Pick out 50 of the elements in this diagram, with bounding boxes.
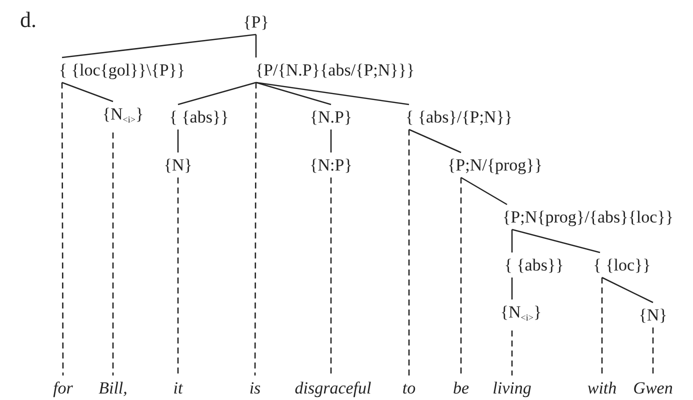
tree-branch bbox=[511, 230, 513, 252]
tree-branch bbox=[62, 34, 256, 58]
word-label: living bbox=[492, 378, 532, 398]
tree-branch bbox=[602, 276, 654, 304]
association-line bbox=[460, 178, 462, 376]
word-label: Gwen bbox=[633, 378, 673, 398]
category-label: { {abs}/{P;N}} bbox=[405, 108, 513, 126]
tree-branch bbox=[330, 130, 332, 152]
tree-branch bbox=[460, 176, 508, 206]
association-line bbox=[511, 330, 513, 376]
association-line bbox=[601, 278, 603, 376]
word-label: disgraceful bbox=[294, 378, 372, 398]
association-line bbox=[254, 82, 257, 376]
category-label: { {abs}} bbox=[504, 256, 564, 274]
tree-branch bbox=[512, 228, 600, 254]
tree-branch bbox=[178, 82, 256, 106]
word-label: for bbox=[53, 378, 73, 398]
word-label: it bbox=[173, 378, 183, 398]
category-label: { {loc{gol}}\{P}} bbox=[58, 60, 186, 80]
example-label: d. bbox=[20, 8, 36, 32]
category-label: {N$_{<i>}$} bbox=[102, 104, 144, 130]
word-label: Bill, bbox=[98, 378, 128, 398]
category-label: {N.P} bbox=[310, 108, 352, 126]
category-label: {N} bbox=[638, 306, 668, 324]
category-label: { {loc}} bbox=[593, 256, 651, 274]
tree-branch bbox=[255, 34, 257, 58]
category-label: {P;N/{prog}} bbox=[448, 156, 542, 174]
word-label: with bbox=[587, 378, 617, 398]
association-line bbox=[652, 328, 654, 376]
category-label: {P;N{prog}/{abs}{loc}} bbox=[502, 208, 674, 226]
tree-branch bbox=[177, 130, 179, 152]
category-label: {N} bbox=[164, 156, 192, 174]
word-label: be bbox=[452, 378, 470, 398]
tree-branch bbox=[62, 82, 114, 102]
category-label: {P} bbox=[243, 12, 269, 32]
tree-branch bbox=[256, 82, 410, 106]
association-line bbox=[112, 132, 114, 376]
category-label: {N:P} bbox=[310, 156, 352, 174]
tree-branch bbox=[408, 128, 462, 154]
association-line bbox=[61, 82, 64, 376]
word-label: to bbox=[402, 378, 416, 398]
tree-branch bbox=[256, 82, 332, 106]
association-line bbox=[330, 178, 332, 376]
tree-branch bbox=[511, 278, 513, 300]
category-label: {N$_{<i>}$} bbox=[500, 302, 542, 328]
category-label: {P/{N.P}{abs/{P;N}}} bbox=[255, 60, 415, 80]
association-line bbox=[177, 178, 179, 376]
association-line bbox=[408, 130, 410, 376]
category-label: { {abs}} bbox=[169, 108, 229, 126]
word-label: is bbox=[249, 378, 261, 398]
